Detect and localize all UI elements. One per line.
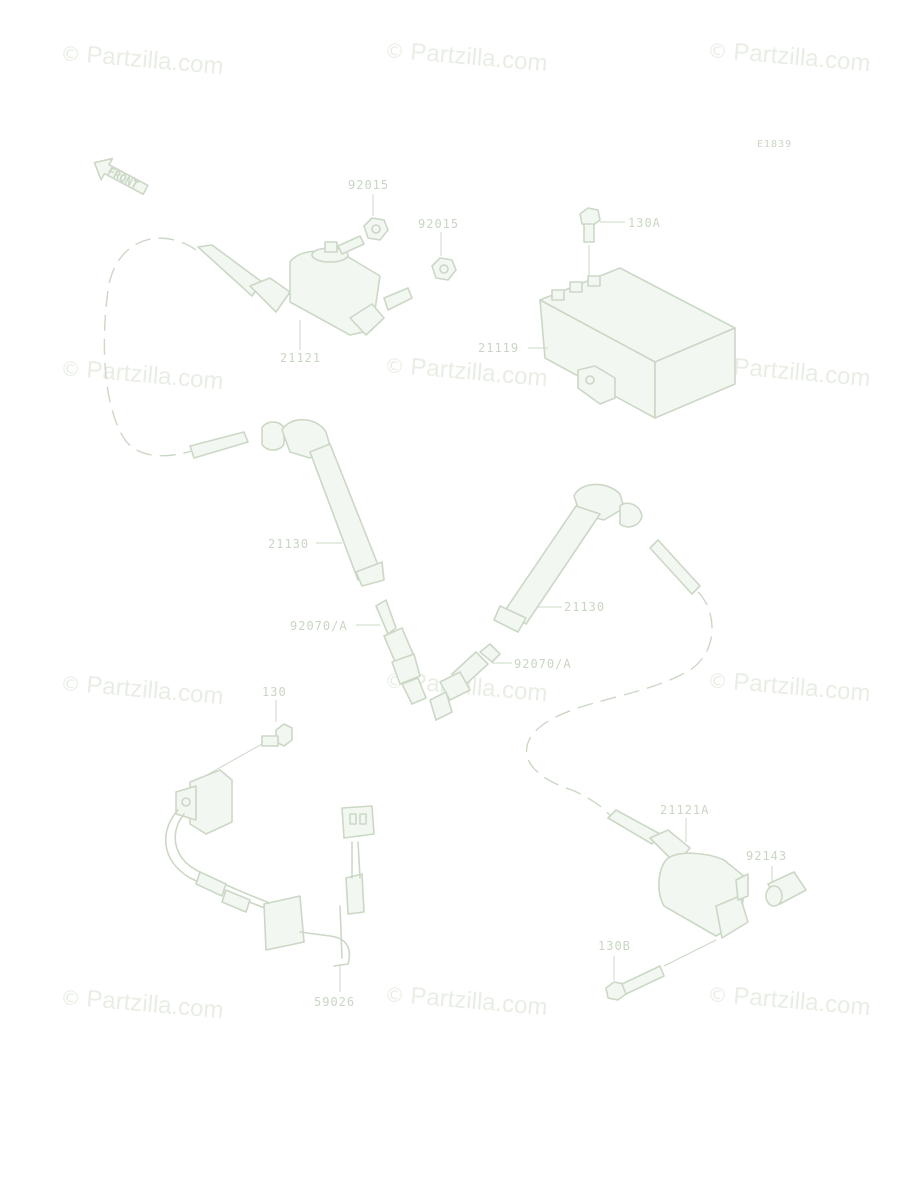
watermark-text: Partzilla.com <box>732 668 871 707</box>
watermark-text: Partzilla.com <box>732 353 871 392</box>
watermark-symbol: © <box>707 982 729 1008</box>
plug-cap-left <box>261 418 385 587</box>
watermark-text: Partzilla.com <box>409 38 548 77</box>
label-collar: 92143 <box>746 849 787 863</box>
bolt-axis-130B <box>663 939 717 967</box>
label-bolt-130: 130 <box>262 685 287 699</box>
label-nut-right: 92015 <box>418 217 459 231</box>
watermark-text: Partzilla.com <box>409 982 548 1021</box>
watermark-text: Partzilla.com <box>732 982 871 1021</box>
diagram-code: E1839 <box>757 139 792 150</box>
label-bolt-130A: 130A <box>628 216 661 230</box>
label-coil-upper: 21121 <box>280 351 321 365</box>
watermark-symbol: © <box>60 985 82 1011</box>
igniter-box <box>539 267 736 419</box>
nut-92015-right <box>431 257 457 281</box>
wiring-harness <box>165 769 375 967</box>
collar-92143 <box>765 871 807 907</box>
nut-92015-top <box>363 217 389 241</box>
watermark-text: Partzilla.com <box>409 353 548 392</box>
watermark-symbol: © <box>60 356 82 382</box>
ignition-coil-upper <box>197 235 413 336</box>
bolt-130A <box>579 207 601 243</box>
watermark-symbol: © <box>384 353 406 379</box>
ignition-coil-lower <box>607 809 749 939</box>
watermark-grid: ©Partzilla.com ©Partzilla.com ©Partzilla… <box>60 38 872 1024</box>
plug-cap-right <box>493 483 643 633</box>
watermark-text: Partzilla.com <box>85 985 224 1024</box>
bolt-130 <box>261 723 293 747</box>
label-igniter: 21119 <box>478 341 519 355</box>
watermark-symbol: © <box>384 982 406 1008</box>
label-nut-top: 92015 <box>348 178 389 192</box>
watermark-symbol: © <box>60 671 82 697</box>
watermark-symbol: © <box>707 668 729 694</box>
spark-plug-left <box>375 599 427 705</box>
watermark-text: Partzilla.com <box>85 41 224 80</box>
label-coil-lower: 21121A <box>660 803 709 817</box>
front-arrow-icon: FRONT <box>93 157 149 196</box>
spark-plug-right <box>429 643 501 721</box>
watermark-symbol: © <box>707 38 729 64</box>
watermark-text: Partzilla.com <box>85 671 224 710</box>
label-bolt-130B: 130B <box>598 939 631 953</box>
label-plug-left: 92070/A <box>290 619 348 633</box>
bolt-130B <box>605 965 665 1001</box>
watermark-text: Partzilla.com <box>732 38 871 77</box>
ht-lead-wire-right <box>525 591 713 819</box>
label-cap-left: 21130 <box>268 537 309 551</box>
watermark-symbol: © <box>60 41 82 67</box>
ht-lead-end-right <box>649 539 701 595</box>
ht-lead-end-left <box>189 431 249 459</box>
ht-lead-wire-left <box>103 237 197 457</box>
watermark-symbol: © <box>384 38 406 64</box>
front-label: FRONT <box>105 165 141 192</box>
label-cap-right: 21130 <box>564 600 605 614</box>
label-plug-right: 92070/A <box>514 657 572 671</box>
label-harness: 59026 <box>314 995 355 1009</box>
